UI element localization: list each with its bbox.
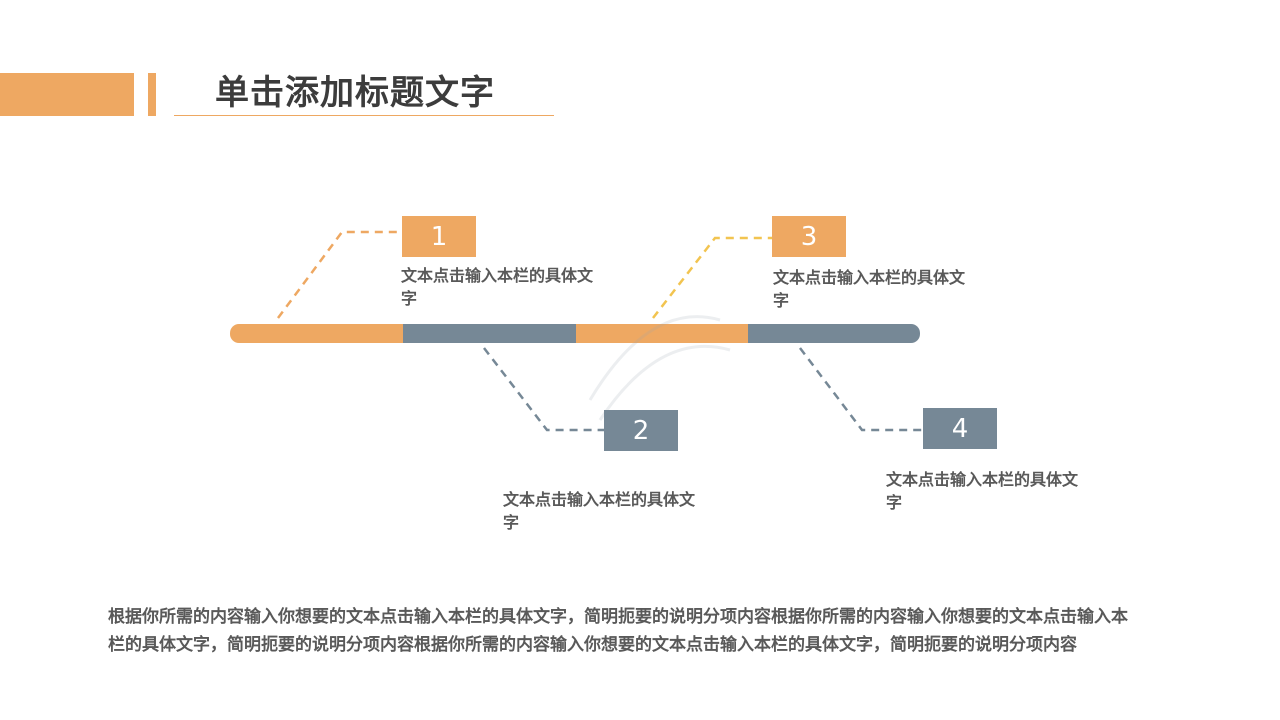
timeline-segment-2 xyxy=(403,324,576,343)
connector-3 xyxy=(652,236,772,319)
step-1-text[interactable]: 文本点击输入本栏的具体文字 xyxy=(401,266,594,308)
title-underline xyxy=(174,115,554,116)
page-title[interactable]: 单击添加标题文字 xyxy=(215,73,495,113)
connector-4 xyxy=(799,347,922,432)
step-1-number-box[interactable]: 1 xyxy=(402,216,476,257)
watermark-logo xyxy=(588,315,731,421)
timeline-segment-1-fill xyxy=(240,324,405,343)
connector-2 xyxy=(483,347,604,432)
timeline-segment-3 xyxy=(576,324,748,343)
step-3-text[interactable]: 文本点击输入本栏的具体文字 xyxy=(773,268,966,310)
header-accent-block xyxy=(0,73,134,116)
step-2-number: 2 xyxy=(632,415,650,446)
step-3-number: 3 xyxy=(800,221,818,252)
step-3-number-box[interactable]: 3 xyxy=(772,216,846,257)
description-paragraph[interactable]: 根据你所需的内容输入你想要的文本点击输入本栏的具体文字，简明扼要的说明分项内容根… xyxy=(108,607,1128,655)
step-1-number: 1 xyxy=(430,221,448,252)
connector-1 xyxy=(276,230,400,319)
header-accent-bar xyxy=(148,73,156,116)
step-4-number-box[interactable]: 4 xyxy=(923,408,997,449)
step-4-text[interactable]: 文本点击输入本栏的具体文字 xyxy=(886,470,1079,512)
timeline-segment-4-fill xyxy=(748,324,908,343)
step-2-number-box[interactable]: 2 xyxy=(604,410,678,451)
step-4-number: 4 xyxy=(951,413,969,444)
step-2-text[interactable]: 文本点击输入本栏的具体文字 xyxy=(503,490,696,532)
